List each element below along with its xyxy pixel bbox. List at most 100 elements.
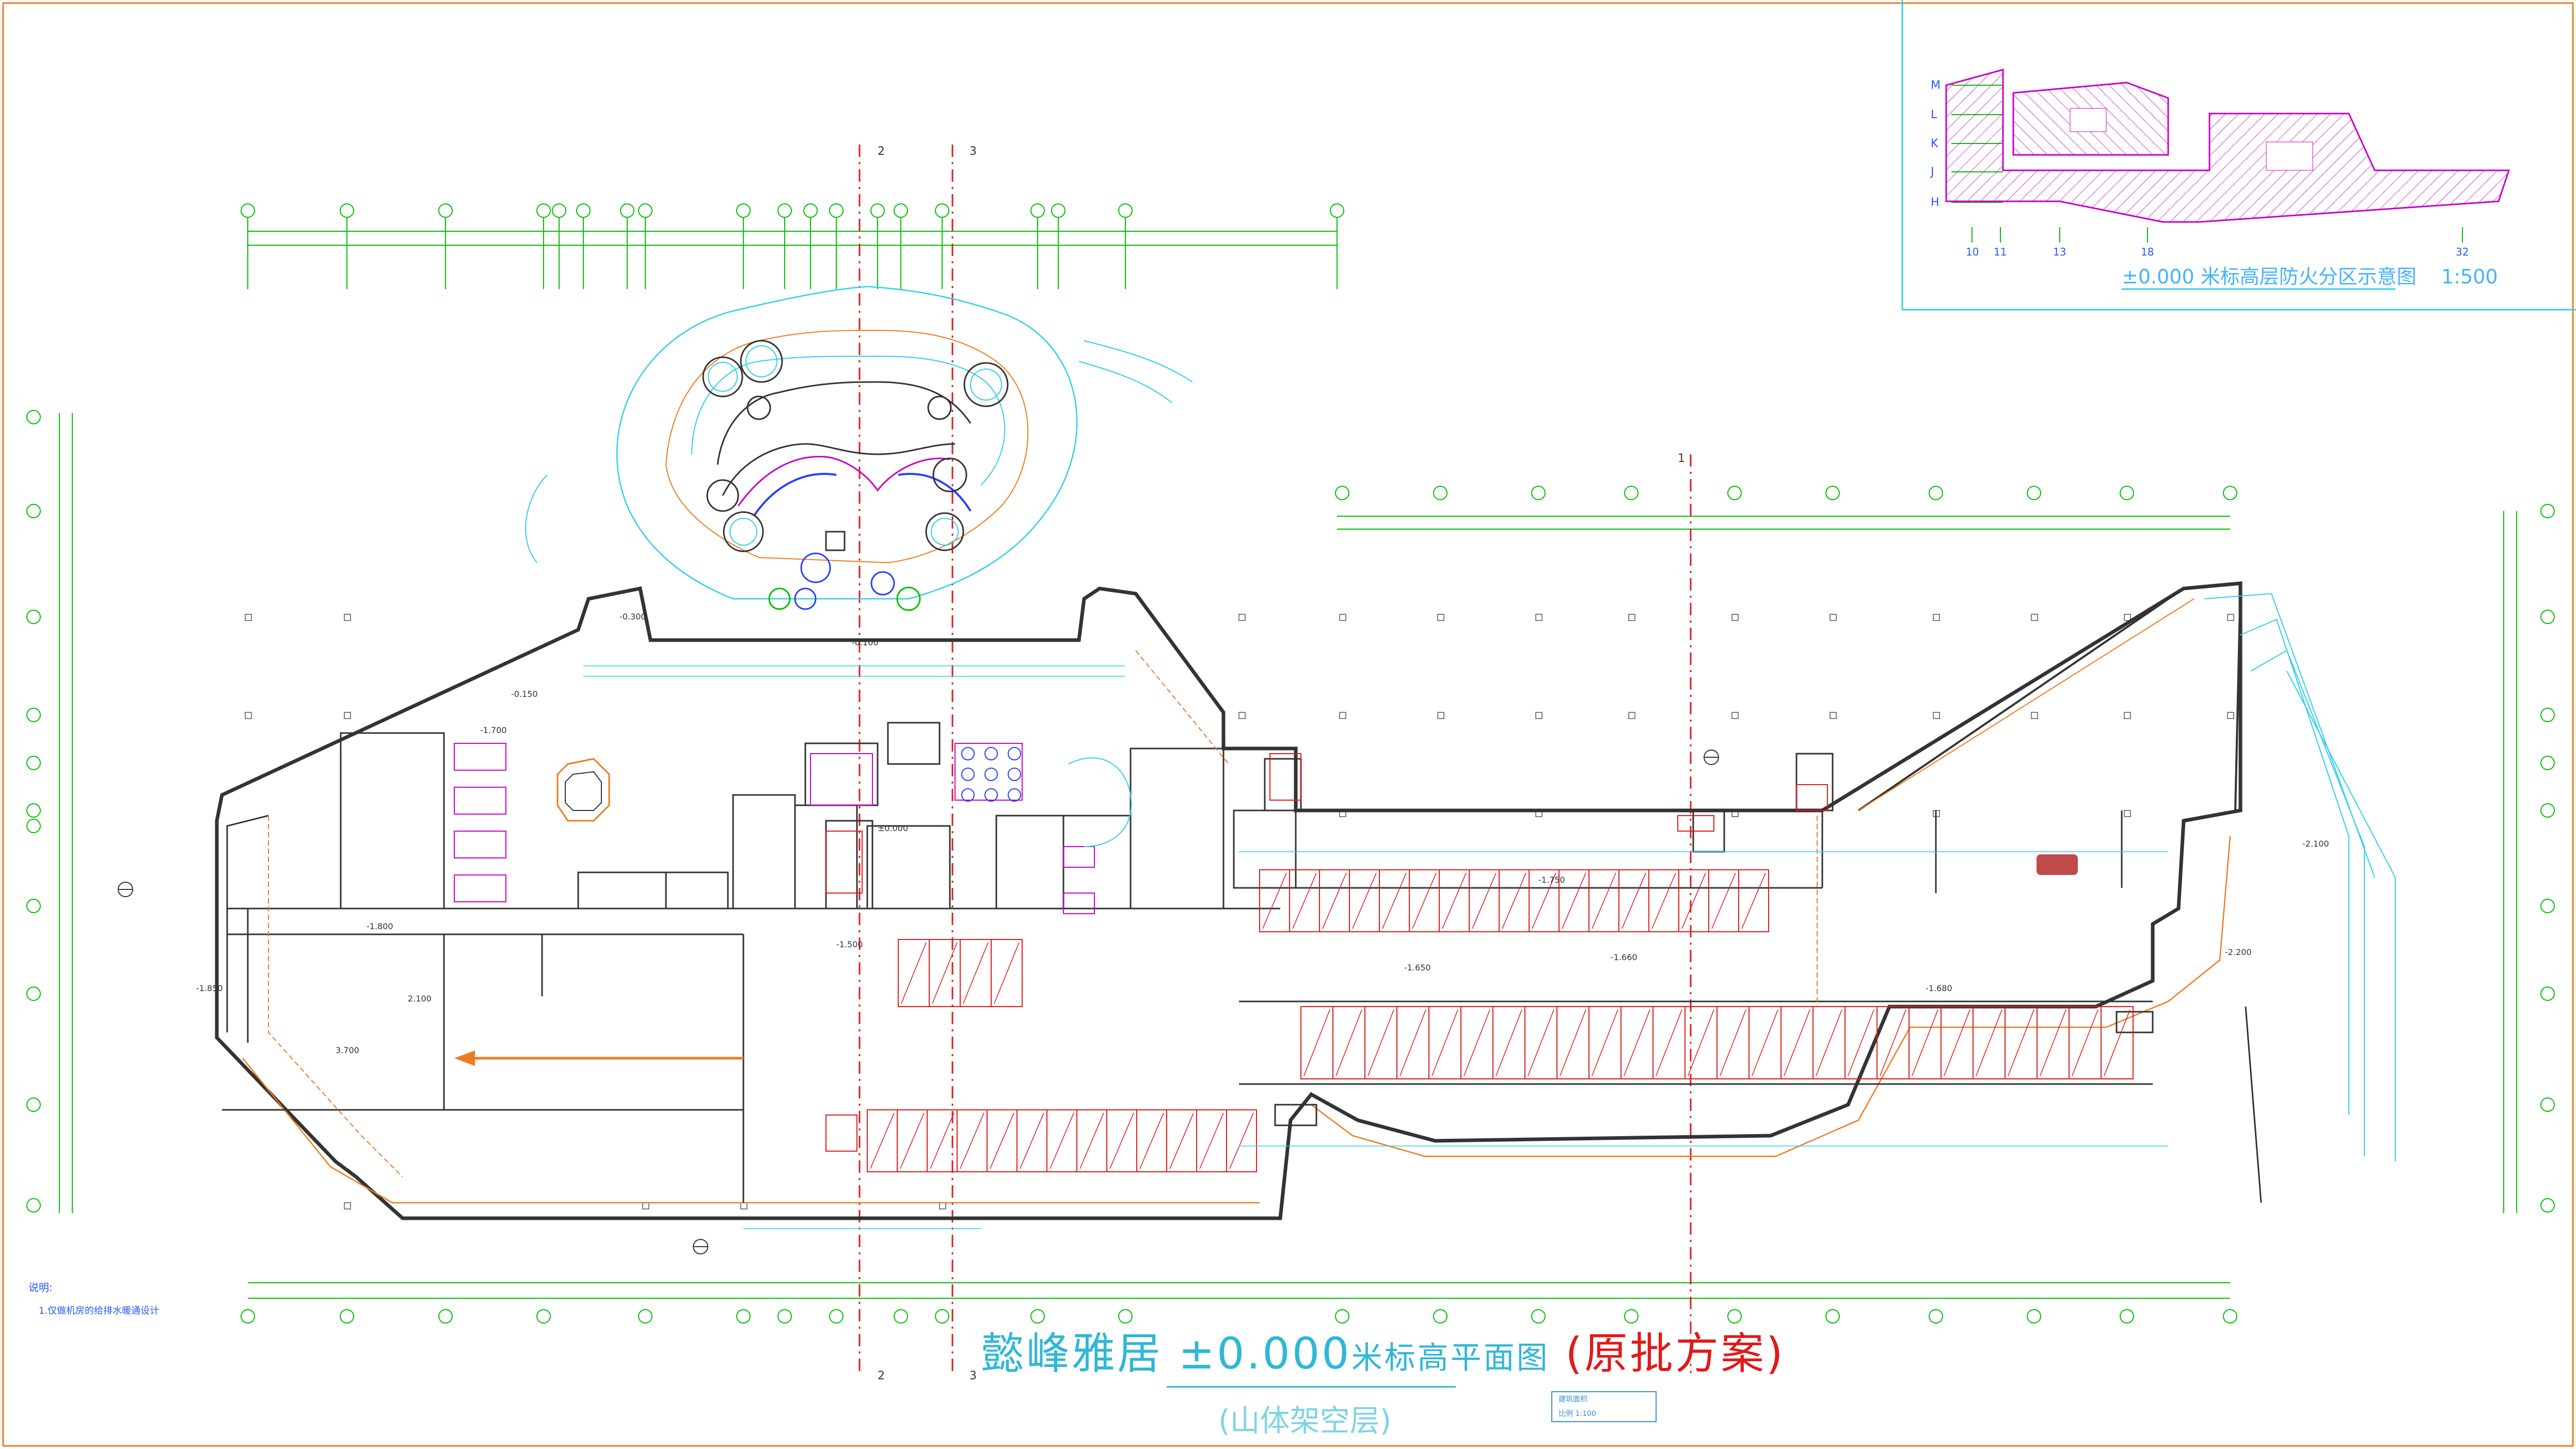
svg-text:-0.100: -0.100: [852, 638, 879, 647]
parking-stall-diagonal: [901, 942, 927, 1004]
index-markers: [118, 750, 1719, 1254]
parking-stall-diagonal: [1816, 1009, 1842, 1076]
parking-stall-diagonal: [2008, 1009, 2034, 1076]
inset-row-axis: H: [1931, 196, 1939, 209]
svg-text:-0.150: -0.150: [511, 689, 538, 699]
level-annotations: -0.300 -1.700 -1.750 -1.800 -1.850 -1.65…: [196, 612, 2329, 1055]
parking-stall-diagonal: [1020, 1112, 1044, 1169]
parking-stall-diagonal: [932, 942, 958, 1004]
inset-row-axis: K: [1931, 137, 1938, 150]
interior-walls: [222, 722, 2154, 1203]
parking-stall-diagonal: [1352, 872, 1377, 929]
parking-stall: [1738, 869, 1769, 932]
parking-stall-diagonal: [1752, 1009, 1778, 1076]
parking-stall-diagonal: [1784, 1009, 1810, 1076]
section-marker: 3: [969, 1370, 977, 1382]
parking-stall-diagonal: [1496, 1009, 1522, 1076]
side-axis-dimensions: [26, 410, 2555, 1213]
title-underline: [1167, 1386, 1456, 1388]
notes-label: 说明:: [28, 1281, 53, 1294]
svg-text:-1.700: -1.700: [480, 725, 507, 735]
parking-stall-diagonal: [1592, 1009, 1618, 1076]
parking-stall-diagonal: [1109, 1112, 1134, 1169]
parking-stall-diagonal: [1139, 1112, 1164, 1169]
parking-stall-diagonal: [1528, 1009, 1554, 1076]
parking-stall-diagonal: [1400, 1009, 1426, 1076]
parking-stall-diagonal: [1532, 872, 1556, 929]
svg-text:-1.750: -1.750: [1538, 875, 1565, 885]
parking-stall-diagonal: [1562, 872, 1586, 929]
parking-stall-diagonal: [1681, 872, 1706, 929]
parking-stall-diagonal: [1472, 872, 1497, 929]
inset-col-axis: 11: [1994, 246, 2007, 258]
parking-stall-diagonal: [1720, 1009, 1746, 1076]
parking-stall-diagonal: [1502, 872, 1526, 929]
inset-row-axis: J: [1930, 166, 1934, 179]
column-markers: [245, 614, 2234, 1209]
elevation-label: ±0.000: [1178, 1328, 1351, 1379]
parking-stall-diagonal: [870, 1112, 895, 1169]
parking-stall-diagonal: [1944, 1009, 1970, 1076]
stairs: [825, 753, 1828, 1152]
inset-row-axis: L: [1931, 108, 1937, 121]
section-marker: 2: [878, 1370, 885, 1382]
parking-stall-diagonal: [1262, 872, 1287, 929]
parking-stall-diagonal: [1741, 872, 1766, 929]
tables: [961, 747, 1021, 802]
svg-text:-1.500: -1.500: [836, 940, 863, 949]
inset-row-axis: M: [1931, 79, 1941, 92]
plan-type: 米标高平面图: [1351, 1340, 1550, 1376]
svg-text:-2.100: -2.100: [2302, 839, 2329, 849]
parking-stall-diagonal: [1169, 1112, 1194, 1169]
parking-stall-diagonal: [1322, 872, 1347, 929]
ramp-arrow: [454, 1050, 743, 1066]
svg-text:-1.660: -1.660: [1611, 952, 1637, 962]
drawing-title: 懿峰雅居 ±0.000米标高平面图 (原批方案): [981, 1319, 1785, 1381]
section-marker: 3: [969, 145, 977, 158]
parking-stall-diagonal: [1656, 1009, 1682, 1076]
parking-stall-diagonal: [1688, 1009, 1714, 1076]
fire-boundary: [268, 650, 1818, 1177]
parking-stall-diagonal: [1335, 1009, 1362, 1076]
inset-col-axis: 13: [2053, 246, 2066, 258]
inset-col-axis: 18: [2141, 246, 2154, 258]
parking-stall-diagonal: [1382, 872, 1407, 929]
inset-col-axis: 10: [1966, 246, 1979, 258]
parking-stall-diagonal: [1880, 1009, 1906, 1076]
svg-text:-1.800: -1.800: [367, 921, 393, 931]
svg-text:2.100: 2.100: [408, 994, 432, 1004]
svg-text:-1.680: -1.680: [1926, 983, 1952, 993]
inset-title: ±0.000 米标高层防火分区示意图 1:500: [2122, 265, 2498, 288]
parking-stall-diagonal: [1292, 872, 1317, 929]
parking-stall-diagonal: [1624, 1009, 1650, 1076]
parking-stall: [991, 939, 1023, 1007]
parking-stall-diagonal: [1711, 872, 1736, 929]
inset-col-axis: 32: [2456, 246, 2469, 258]
svg-text:-0.300: -0.300: [619, 612, 646, 622]
parking-stall-diagonal: [1560, 1009, 1586, 1076]
parking-stall-diagonal: [1976, 1009, 2002, 1076]
top-axis-dimensions: [241, 203, 2237, 1324]
section-marker: 1: [1678, 452, 1685, 465]
parking-stall: [2101, 1006, 2134, 1079]
parking-stall-diagonal: [1229, 1112, 1254, 1169]
parking-stall-diagonal: [1651, 872, 1676, 929]
parking-stall-diagonal: [963, 942, 989, 1004]
parking-stall-diagonal: [2104, 1009, 2130, 1076]
svg-text:±0.000: ±0.000: [878, 823, 908, 833]
drawing-subtitle: (山体架空层): [1218, 1403, 1392, 1438]
building-footprint: [215, 581, 2396, 1220]
parking-stall-diagonal: [1912, 1009, 1938, 1076]
parking-stall-diagonal: [2072, 1009, 2098, 1076]
room-fixtures: [454, 743, 1095, 914]
parking-stall: [1226, 1109, 1257, 1172]
parking-stall-diagonal: [1432, 1009, 1458, 1076]
car-icon: [2037, 854, 2078, 875]
project-name: 懿峰雅居: [981, 1328, 1163, 1379]
svg-text:-2.200: -2.200: [2225, 947, 2252, 957]
parking-stall-diagonal: [1621, 872, 1646, 929]
parking-stall-diagonal: [1442, 872, 1467, 929]
parking-stall-diagonal: [930, 1112, 955, 1169]
